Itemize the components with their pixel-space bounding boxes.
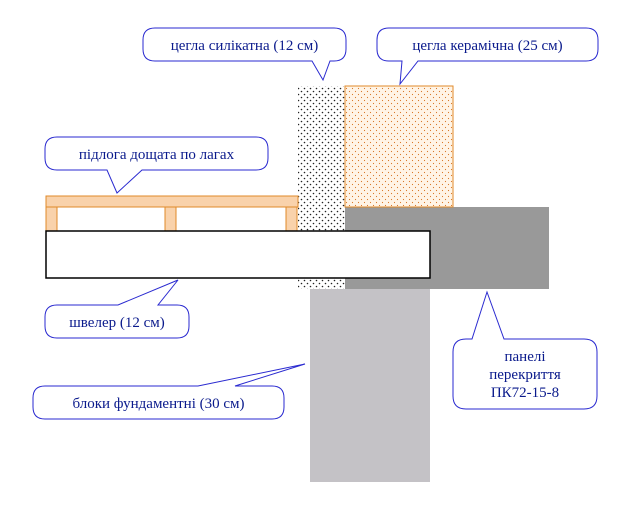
callout-ceramic-brick-text: цегла керамічна (25 см) xyxy=(412,38,562,54)
callout-floor xyxy=(44,136,269,194)
callout-silicate-brick xyxy=(142,27,347,82)
callout-floor-text: підлога дощата по лагах xyxy=(79,147,235,163)
ceramic-brick-pattern xyxy=(346,87,452,206)
callout-foundation-text: блоки фундаментні (30 см) xyxy=(72,396,244,412)
floor-joist xyxy=(285,206,298,232)
foundation-block xyxy=(310,289,430,482)
floor-joist xyxy=(164,206,177,232)
callout-ceramic-brick xyxy=(376,27,599,86)
callout-slab-text-line1: панелі xyxy=(504,349,545,365)
callout-slab xyxy=(452,290,598,410)
floor-joist xyxy=(45,206,58,232)
callout-slab-text-line3: ПК72-15-8 xyxy=(491,385,559,401)
callout-foundation xyxy=(32,363,306,420)
steel-channel xyxy=(45,230,431,279)
callout-slab-text-line2: перекриття xyxy=(489,367,561,383)
callout-silicate-brick-text: цегла силікатна (12 см) xyxy=(171,38,319,54)
callout-channel-text: швелер (12 см) xyxy=(69,315,165,331)
callout-channel xyxy=(44,279,190,339)
floor-board xyxy=(45,195,299,208)
